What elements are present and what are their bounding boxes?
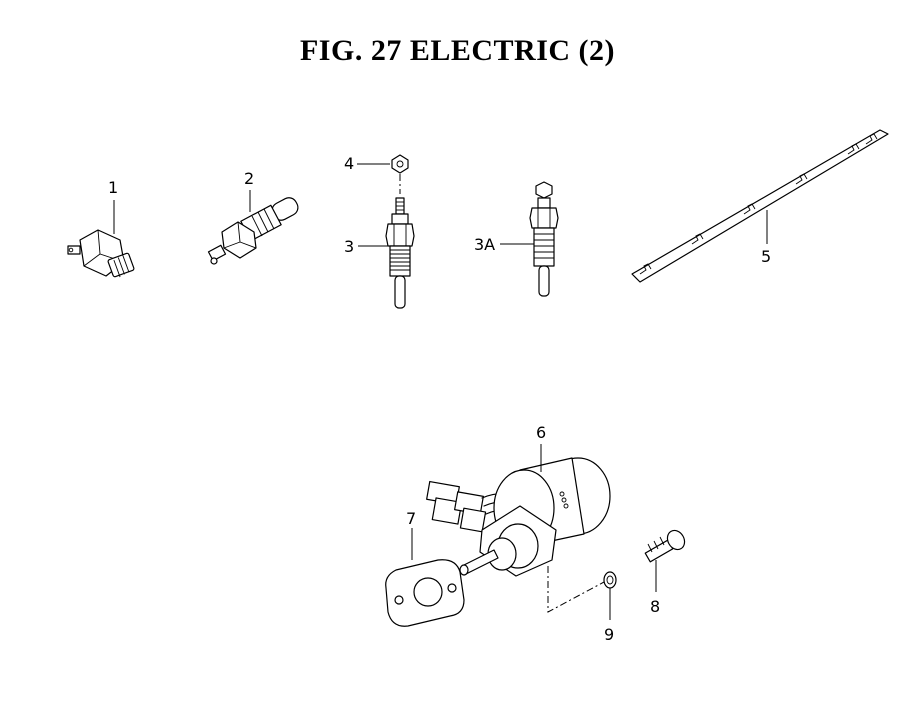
callout-4: 4 [344, 154, 354, 173]
callout-1: 1 [108, 178, 118, 197]
callout-6: 6 [536, 423, 546, 442]
callout-8: 8 [650, 597, 660, 616]
callout-2: 2 [244, 169, 254, 188]
part-7-gasket [385, 528, 465, 627]
callout-3: 3 [344, 237, 354, 256]
part-5-bus-bar [631, 129, 889, 283]
callout-5: 5 [761, 247, 771, 266]
callout-7: 7 [406, 509, 416, 528]
part-4-nut [357, 154, 409, 194]
part-6-stop-solenoid [426, 444, 611, 613]
part-8-bolt [644, 529, 686, 592]
callout-3a: 3A [474, 235, 495, 254]
part-2-temperature-sender [207, 190, 299, 265]
part-3-glow-plug [358, 197, 415, 309]
figure-title: FIG. 27 ELECTRIC (2) [299, 34, 616, 67]
part-9-washer [603, 571, 617, 620]
part-1-oil-pressure-switch [67, 200, 135, 278]
callout-9: 9 [604, 625, 614, 644]
part-3a-glow-plug [500, 181, 559, 297]
